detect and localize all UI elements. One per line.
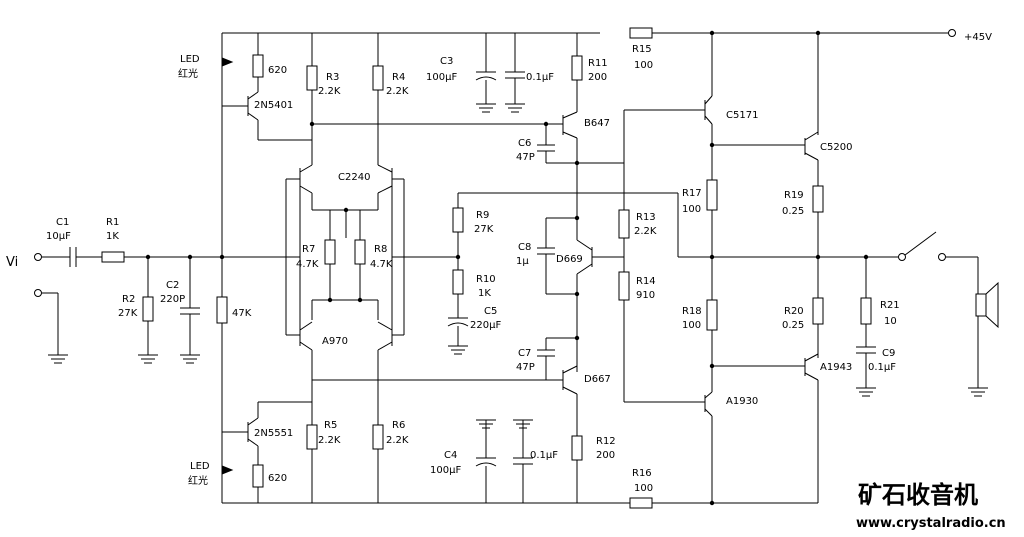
r6-value: 2.2K bbox=[386, 435, 409, 446]
c6-value: 47P bbox=[516, 152, 535, 163]
q-c2240-label: C2240 bbox=[338, 172, 370, 183]
r18-label: R18 bbox=[682, 306, 702, 317]
r5-value: 2.2K bbox=[318, 435, 341, 446]
led-bot-cn: 红光 bbox=[188, 474, 208, 487]
q-c5171-label: C5171 bbox=[726, 110, 758, 121]
r16-label: R16 bbox=[632, 468, 652, 479]
r18-value: 100 bbox=[682, 320, 701, 331]
q-a1930-label: A1930 bbox=[726, 396, 758, 407]
r16-value: 100 bbox=[634, 483, 653, 494]
input-label: Vi bbox=[6, 255, 18, 270]
r1-value: 1K bbox=[106, 231, 119, 242]
c3-label: C3 bbox=[440, 56, 453, 67]
c3b-value: 0.1μF bbox=[526, 72, 554, 83]
led-top-label: LED bbox=[180, 54, 200, 65]
q-b647-label: B647 bbox=[584, 118, 610, 129]
q-d667-label: D667 bbox=[584, 374, 611, 385]
r5-label: R5 bbox=[324, 420, 337, 431]
r12-label: R12 bbox=[596, 436, 616, 447]
r13-label: R13 bbox=[636, 212, 656, 223]
r4-label: R4 bbox=[392, 72, 405, 83]
c1-label: C1 bbox=[56, 217, 69, 228]
r15-label: R15 bbox=[632, 44, 652, 55]
c9-label: C9 bbox=[882, 348, 895, 359]
r4-value: 2.2K bbox=[386, 86, 409, 97]
c6-label: C6 bbox=[518, 138, 531, 149]
r8-value: 4.7K bbox=[370, 259, 393, 270]
c5-label: C5 bbox=[484, 306, 497, 317]
r15-value: 100 bbox=[634, 60, 653, 71]
r2-value: 27K bbox=[118, 308, 138, 319]
c8-value: 1μ bbox=[516, 256, 529, 267]
c3-value: 100μF bbox=[426, 72, 457, 83]
r19-value: 0.25 bbox=[782, 206, 804, 217]
c1-value: 10μF bbox=[46, 231, 71, 242]
c4b-value: 0.1μF bbox=[530, 450, 558, 461]
r6-label: R6 bbox=[392, 420, 405, 431]
r7-value: 4.7K bbox=[296, 259, 319, 270]
r11-label: R11 bbox=[588, 58, 608, 69]
c8-label: C8 bbox=[518, 242, 531, 253]
c4-label: C4 bbox=[444, 450, 457, 461]
r3-label: R3 bbox=[326, 72, 339, 83]
c2-label: C2 bbox=[166, 280, 179, 291]
c4-value: 100μF bbox=[430, 465, 461, 476]
r17-value: 100 bbox=[682, 204, 701, 215]
r14-value: 910 bbox=[636, 290, 655, 301]
c7-label: C7 bbox=[518, 348, 531, 359]
c2-value: 220P bbox=[160, 294, 185, 305]
r14-label: R14 bbox=[636, 276, 656, 287]
r10-value: 1K bbox=[478, 288, 491, 299]
r11-value: 200 bbox=[588, 72, 607, 83]
r620-top-value: 620 bbox=[268, 65, 287, 76]
r12-value: 200 bbox=[596, 450, 615, 461]
watermark-url: www.crystalradio.cn bbox=[856, 516, 1006, 531]
q-a1943-label: A1943 bbox=[820, 362, 852, 373]
r47k-value: 47K bbox=[232, 308, 252, 319]
r17-label: R17 bbox=[682, 188, 702, 199]
r2-label: R2 bbox=[122, 294, 135, 305]
c5-value: 220μF bbox=[470, 320, 501, 331]
r19-label: R19 bbox=[784, 190, 804, 201]
watermark-cn: 矿石收音机 bbox=[858, 481, 978, 509]
c7-value: 47P bbox=[516, 362, 535, 373]
r8-label: R8 bbox=[374, 244, 387, 255]
c9-value: 0.1μF bbox=[868, 362, 896, 373]
r21-value: 10 bbox=[884, 316, 897, 327]
r20-value: 0.25 bbox=[782, 320, 804, 331]
q-2n5551-label: 2N5551 bbox=[254, 428, 293, 439]
r20-label: R20 bbox=[784, 306, 804, 317]
r21-label: R21 bbox=[880, 300, 900, 311]
r620-bot-value: 620 bbox=[268, 473, 287, 484]
q-a970-label: A970 bbox=[322, 336, 348, 347]
led-bot-label: LED bbox=[190, 461, 210, 472]
r9-label: R9 bbox=[476, 210, 489, 221]
r7-label: R7 bbox=[302, 244, 315, 255]
r10-label: R10 bbox=[476, 274, 496, 285]
q-d669-label: D669 bbox=[556, 254, 583, 265]
q-c5200-label: C5200 bbox=[820, 142, 852, 153]
q-2n5401-label: 2N5401 bbox=[254, 100, 293, 111]
r1-label: R1 bbox=[106, 217, 119, 228]
r3-value: 2.2K bbox=[318, 86, 341, 97]
supply-label: +45V bbox=[964, 32, 992, 43]
led-top-cn: 红光 bbox=[178, 67, 198, 80]
r13-value: 2.2K bbox=[634, 226, 657, 237]
r9-value: 27K bbox=[474, 224, 494, 235]
